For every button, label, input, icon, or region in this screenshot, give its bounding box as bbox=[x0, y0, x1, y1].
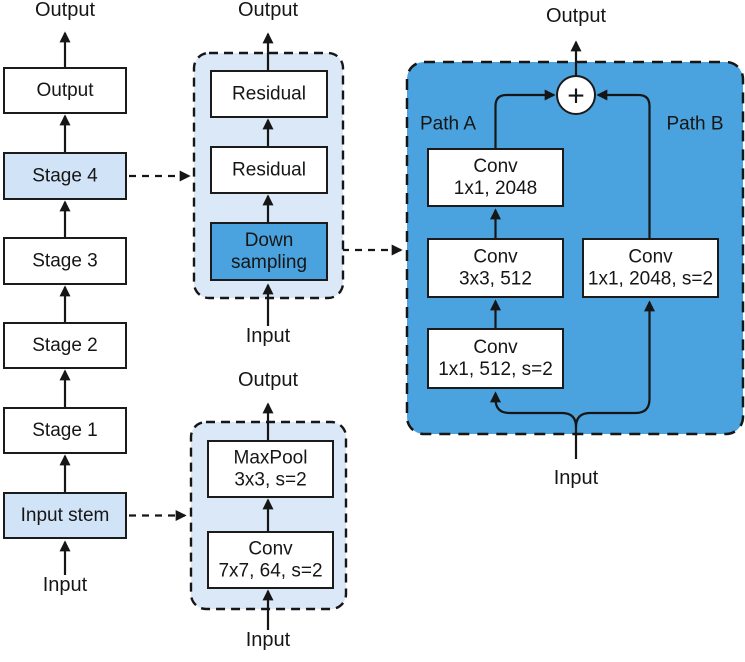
plus-icon: + bbox=[567, 80, 585, 113]
conv-1x1-2048-s2-line2: 1x1, 2048, s=2 bbox=[588, 269, 713, 290]
stem-detail-panel: Output MaxPool 3x3, s=2 Conv 7x7, 64, s=… bbox=[189, 369, 348, 651]
path-a-connector bbox=[494, 89, 556, 149]
downsampling-label-line2: sampling bbox=[231, 252, 307, 273]
downsampling-detail-output-label: Output bbox=[546, 5, 606, 27]
stage1-label: Stage 1 bbox=[32, 420, 98, 441]
residual-box-1 bbox=[210, 70, 328, 118]
path-b-label: Path B bbox=[666, 114, 723, 135]
residual1-label: Residual bbox=[232, 84, 306, 105]
stage2-box bbox=[3, 322, 127, 369]
downsampling-label-line1: Down bbox=[245, 230, 294, 251]
conv-1x1-512-s2-line1: Conv bbox=[473, 337, 518, 358]
input-stem-label: Input stem bbox=[21, 505, 110, 526]
residual-box-2 bbox=[210, 146, 328, 194]
backbone-output-label: Output bbox=[35, 0, 95, 21]
conv-1x1-2048-box bbox=[427, 148, 564, 207]
conv-1x1-512-s2-box bbox=[427, 328, 564, 389]
conv-1x1-512-s2-line2: 1x1, 512, s=2 bbox=[438, 359, 553, 380]
path-b-connector bbox=[596, 89, 651, 239]
stem-detail-input-label: Input bbox=[246, 629, 291, 651]
downsampling-box bbox=[210, 222, 328, 281]
stage4-label: Stage 4 bbox=[32, 166, 98, 187]
conv-3x3-512-line2: 3x3, 512 bbox=[459, 269, 532, 290]
stage3-label: Stage 3 bbox=[32, 251, 98, 272]
conv7x7-label-line2: 7x7, 64, s=2 bbox=[218, 561, 322, 582]
output-box bbox=[3, 67, 127, 114]
residual2-label: Residual bbox=[232, 160, 306, 181]
maxpool-label-line2: 3x3, s=2 bbox=[234, 470, 306, 491]
conv-1x1-2048-line2: 1x1, 2048 bbox=[454, 178, 537, 199]
conv-3x3-512-box bbox=[427, 238, 564, 298]
stage2-label: Stage 2 bbox=[32, 335, 98, 356]
maxpool-label-line1: MaxPool bbox=[234, 448, 308, 469]
downsampling-detail-input-label: Input bbox=[554, 467, 599, 489]
stage4-box bbox=[3, 152, 127, 200]
input-fork-right bbox=[574, 300, 655, 428]
maxpool-box bbox=[207, 440, 334, 498]
conv7x7-label-line1: Conv bbox=[248, 539, 293, 560]
conv-1x1-2048-s2-box bbox=[582, 238, 719, 298]
output-box-label: Output bbox=[36, 80, 94, 101]
add-circle bbox=[556, 75, 596, 115]
stem-detail-output-label: Output bbox=[238, 369, 298, 391]
stage-detail-panel: Output Residual Residual Down sampling I… bbox=[192, 0, 345, 347]
stage-detail-input-label: Input bbox=[246, 325, 291, 347]
input-stem-box bbox=[3, 492, 127, 539]
stage3-box bbox=[3, 237, 127, 285]
path-a-label: Path A bbox=[420, 114, 476, 135]
conv-3x3-512-line1: Conv bbox=[473, 247, 518, 268]
stage1-box bbox=[3, 407, 127, 454]
stage-detail-output-label: Output bbox=[238, 0, 298, 21]
backbone-column: Output Output Stage 4 Stage 3 Stage 2 St… bbox=[3, 0, 127, 596]
conv-1x1-2048-s2-line1: Conv bbox=[628, 247, 673, 268]
downsampling-detail-panel: Output Path A Path B + Conv 1x1, 2048 Co… bbox=[405, 5, 745, 489]
input-fork-left bbox=[490, 391, 578, 428]
backbone-input-label: Input bbox=[43, 574, 88, 596]
conv-1x1-2048-line1: Conv bbox=[473, 156, 518, 177]
conv7x7-box bbox=[207, 531, 334, 589]
